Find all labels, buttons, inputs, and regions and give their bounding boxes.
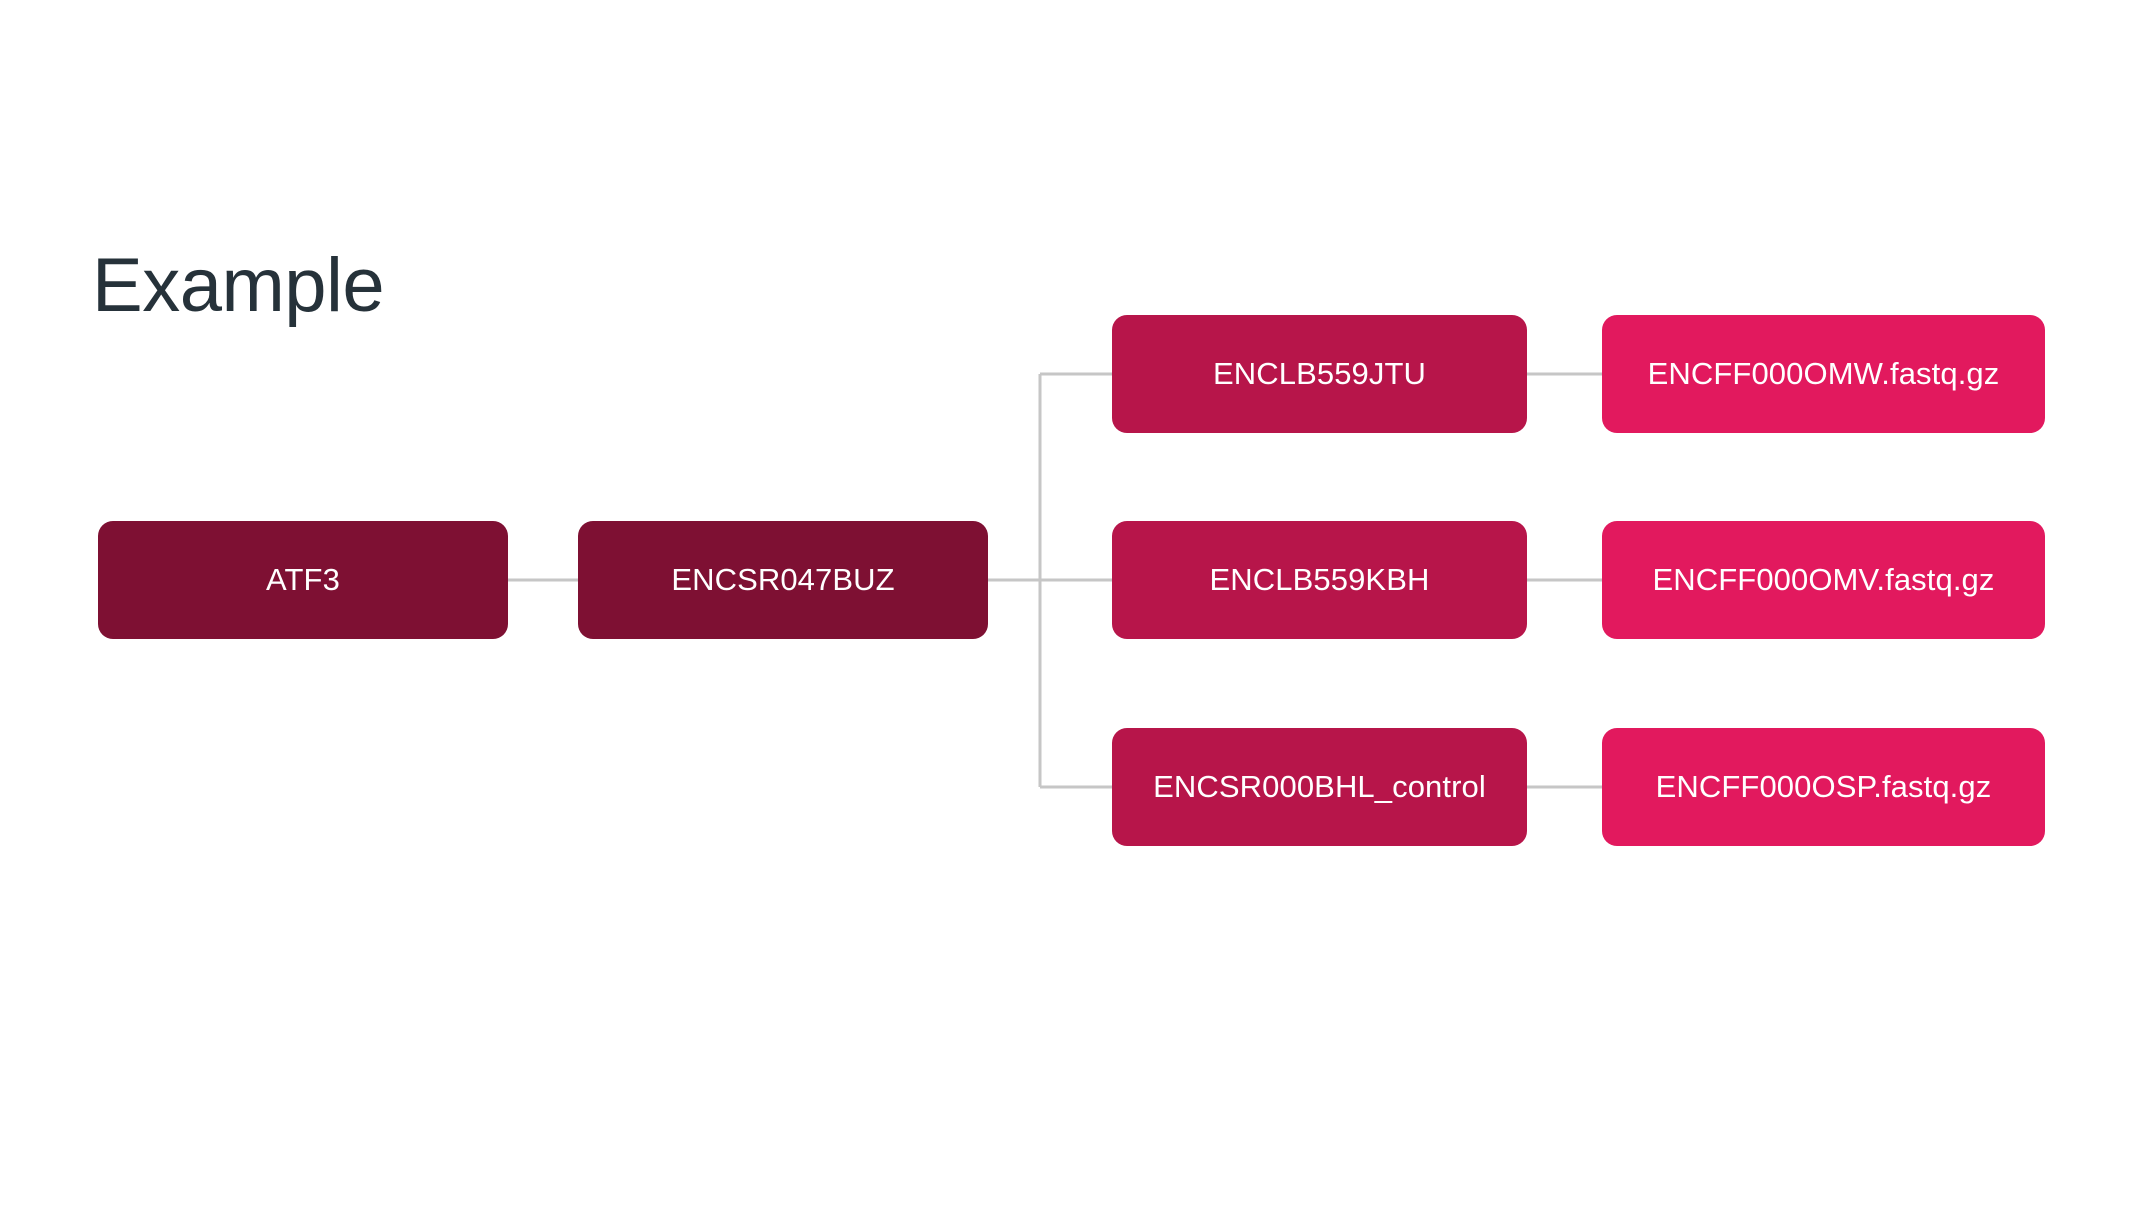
node-label: ENCFF000OMW.fastq.gz	[1647, 356, 2000, 391]
node-atf3[interactable]: ATF3	[98, 521, 508, 639]
node-label: ENCFF000OSP.fastq.gz	[1655, 769, 1992, 804]
node-encsr047buz[interactable]: ENCSR047BUZ	[578, 521, 988, 639]
node-label: ENCLB559JTU	[1212, 356, 1426, 391]
node-encsr000bhl-control[interactable]: ENCSR000BHL_control	[1112, 728, 1527, 846]
node-encff000omv[interactable]: ENCFF000OMV.fastq.gz	[1602, 521, 2045, 639]
node-label: ATF3	[266, 562, 340, 597]
node-enclb559jtu[interactable]: ENCLB559JTU	[1112, 315, 1527, 433]
node-enclb559kbh[interactable]: ENCLB559KBH	[1112, 521, 1527, 639]
node-encff000osp[interactable]: ENCFF000OSP.fastq.gz	[1602, 728, 2045, 846]
page-title: Example	[92, 243, 385, 328]
node-label: ENCLB559KBH	[1209, 562, 1430, 597]
node-encff000omw[interactable]: ENCFF000OMW.fastq.gz	[1602, 315, 2045, 433]
node-label: ENCSR047BUZ	[671, 562, 895, 597]
node-label: ENCSR000BHL_control	[1153, 769, 1486, 804]
node-label: ENCFF000OMV.fastq.gz	[1652, 562, 1995, 597]
